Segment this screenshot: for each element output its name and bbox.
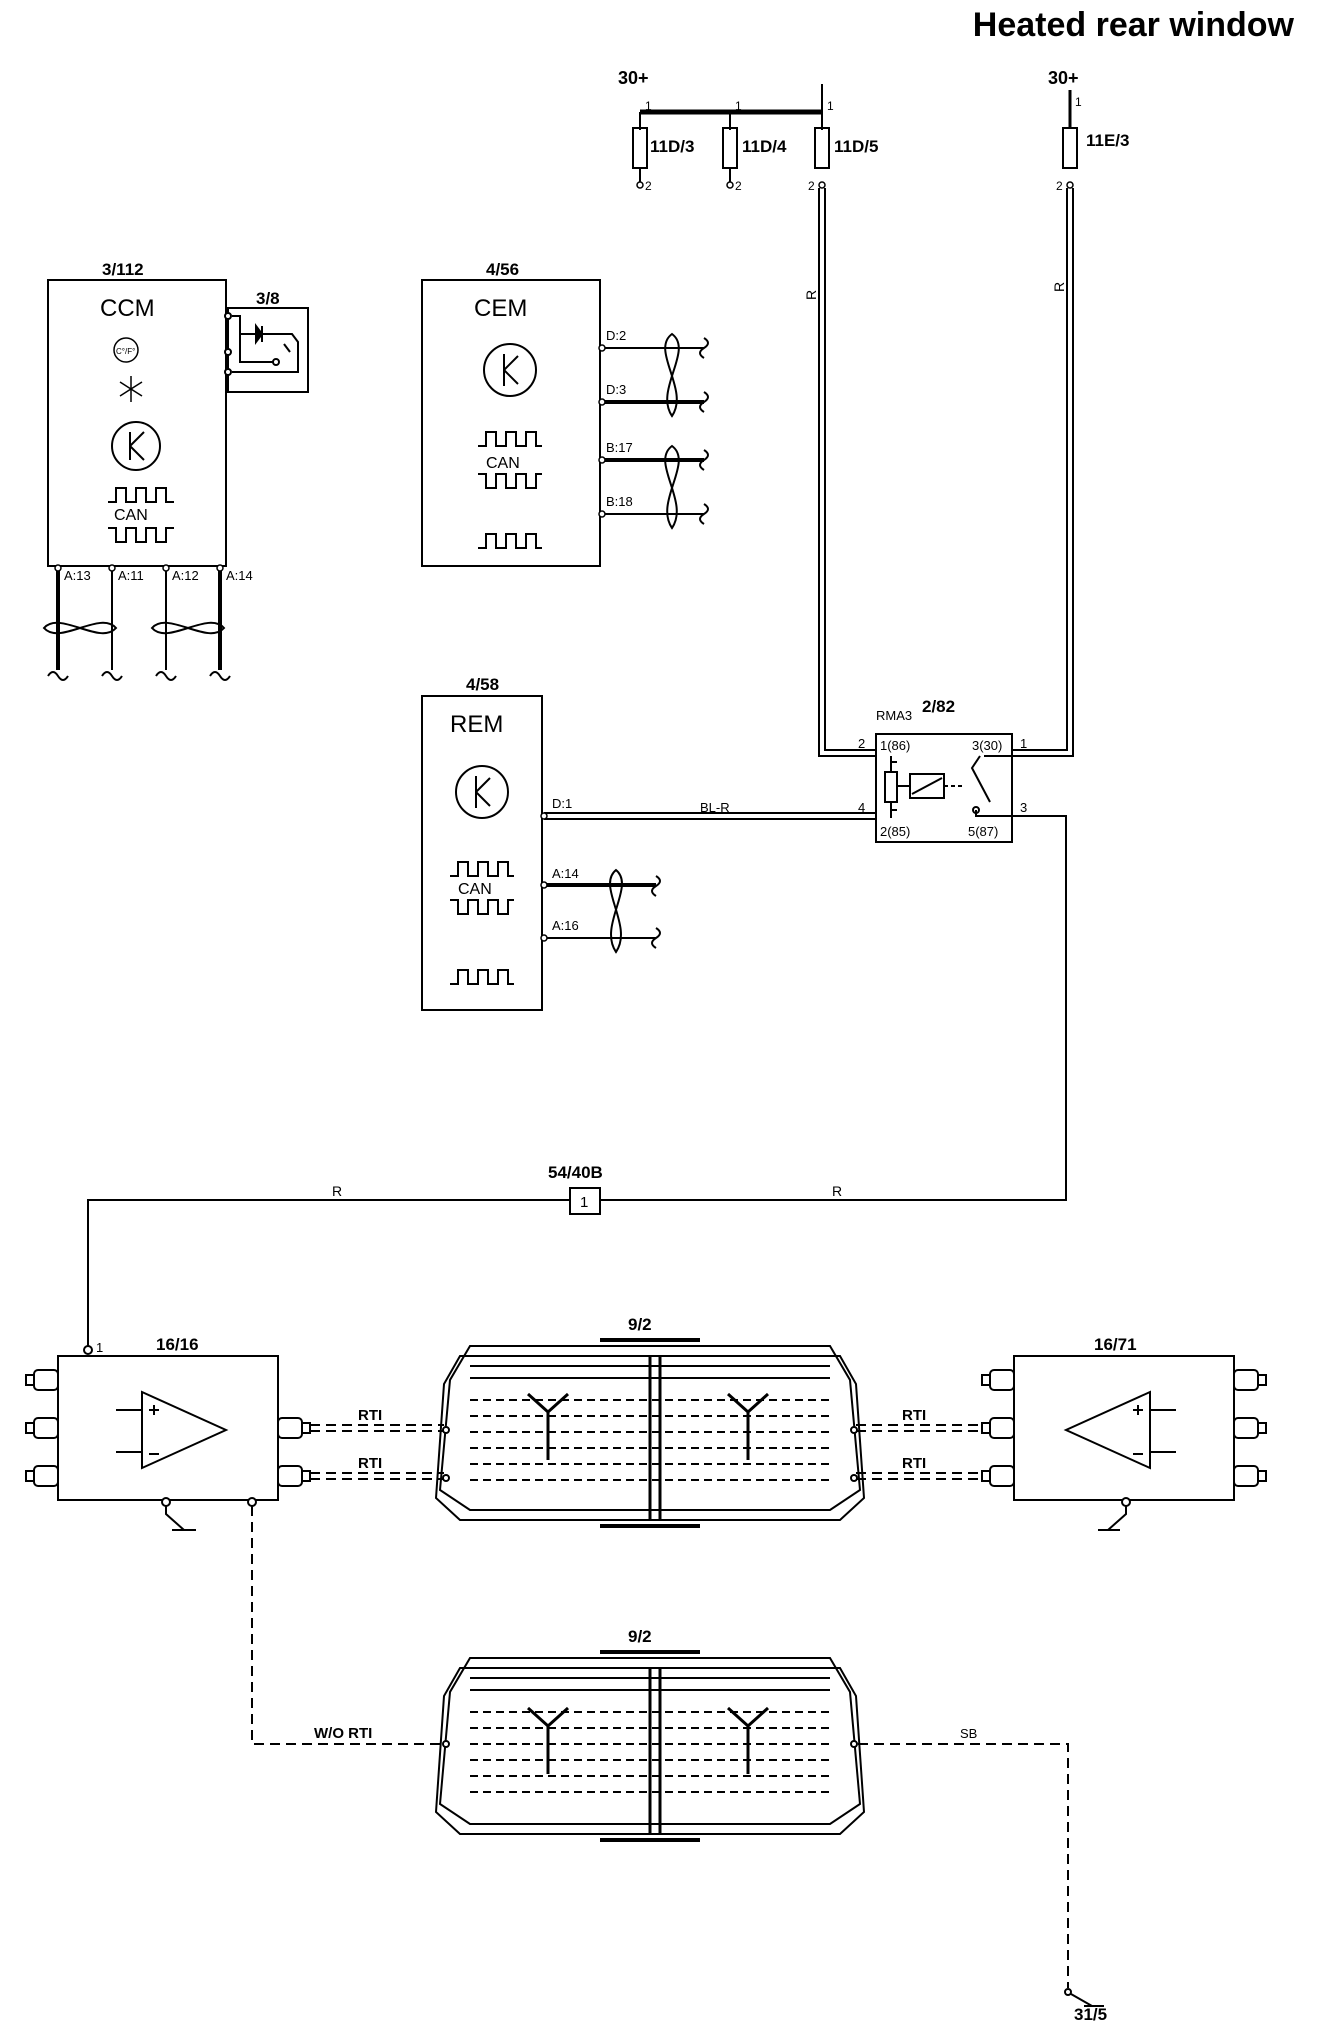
wire-label: W/O RTI — [314, 1725, 372, 1742]
ccm-ref: 3/112 — [102, 260, 144, 279]
relay-terminal: 3 — [1020, 800, 1027, 815]
rem-ref: 4/58 — [466, 675, 499, 694]
rem-pin: A:16 — [552, 918, 579, 933]
antenna-icon — [526, 1392, 570, 1460]
cem-can: CAN — [486, 455, 520, 472]
fuse-11d3 — [632, 127, 648, 169]
supply-label-left: 30+ — [618, 68, 649, 88]
lower-wires — [251, 1506, 1069, 1988]
wire-label: RTI — [902, 1455, 926, 1472]
fuse-label: 11D/5 — [834, 137, 878, 156]
ccm-name: CCM — [100, 295, 155, 322]
degree-label: C°/F° — [116, 347, 135, 356]
transistor-icon — [455, 765, 509, 819]
ccm-module: C°/F° — [47, 279, 227, 567]
wire-color: R — [832, 1183, 842, 1199]
fuse-pin: 1 — [827, 99, 834, 113]
window-bottom-ref: 9/2 — [628, 1627, 652, 1646]
amplifier-right — [981, 1355, 1267, 1531]
wire-label: RTI — [902, 1407, 926, 1424]
cem-ref: 4/56 — [486, 260, 519, 279]
relay-ref: 2/82 — [922, 697, 955, 716]
ground-ref: 31/5 — [1074, 2005, 1107, 2024]
antenna-icon — [726, 1706, 770, 1774]
relay-terminal: 1 — [1020, 736, 1027, 751]
cem-pin: B:17 — [606, 440, 633, 455]
ccm-pin: A:11 — [118, 568, 144, 583]
transistor-icon — [483, 343, 537, 397]
antenna-icon — [726, 1392, 770, 1460]
relay — [875, 733, 1013, 843]
wire-label: RTI — [358, 1407, 382, 1424]
supply-wires — [818, 188, 1074, 757]
rear-window-top — [434, 1338, 866, 1528]
wire-color: R — [332, 1183, 342, 1199]
switch-ref: 3/8 — [256, 289, 280, 308]
wire-color: BL-R — [700, 800, 730, 815]
cem-pin: D:3 — [606, 382, 626, 397]
fuse-group — [632, 84, 1078, 189]
ccm-can: CAN — [114, 507, 148, 524]
fuse-pin: 1 — [645, 99, 652, 113]
fuse-11d4 — [722, 127, 738, 169]
fuse-11d5 — [814, 127, 830, 169]
fuse-pin: 1 — [1075, 95, 1082, 109]
wire-label: SB — [960, 1726, 977, 1741]
temperature-icon — [113, 337, 139, 363]
rem-can: CAN — [458, 881, 492, 898]
ccm-pins — [42, 564, 231, 681]
rem-name: REM — [450, 711, 503, 738]
cem-module — [421, 279, 601, 567]
connector-ref: 54/40B — [548, 1163, 603, 1182]
fuse-pin: 2 — [735, 179, 742, 193]
relay-pin: 3(30) — [972, 738, 1002, 753]
relay-pin: 1(86) — [880, 738, 910, 753]
fuse-pin: 2 — [645, 179, 652, 193]
supply-label-right: 30+ — [1048, 68, 1079, 88]
fuse-11e3 — [1062, 127, 1078, 169]
relay-pin: 5(87) — [968, 824, 998, 839]
ccm-pin: A:12 — [172, 568, 199, 583]
fuse-pin: 1 — [735, 99, 742, 113]
ccm-pin: A:14 — [226, 568, 253, 583]
cem-pins — [598, 332, 709, 530]
rem-module — [421, 695, 543, 1011]
snowflake-icon — [119, 376, 143, 402]
cem-name: CEM — [474, 295, 527, 322]
antenna-icon — [526, 1706, 570, 1774]
rem-pin: D:1 — [552, 796, 572, 811]
relay-bank: RMA3 — [876, 708, 912, 723]
output-wire — [83, 815, 1067, 1355]
transistor-icon — [111, 421, 161, 471]
fuse-label: 11D/3 — [650, 137, 694, 156]
relay-pin: 2(85) — [880, 824, 910, 839]
relay-terminal: 4 — [858, 800, 865, 815]
cem-pin: B:18 — [606, 494, 633, 509]
cem-pin: D:2 — [606, 328, 626, 343]
window-top-ref: 9/2 — [628, 1315, 652, 1334]
rem-pins — [540, 812, 876, 954]
page-title: Heated rear window — [972, 6, 1294, 44]
amp-left-ref: 16/16 — [156, 1335, 199, 1354]
fuse-label: 11E/3 — [1086, 131, 1130, 150]
fuse-label: 11D/4 — [742, 137, 787, 156]
amp-right-ref: 16/71 — [1094, 1335, 1137, 1354]
relay-terminal: 2 — [858, 736, 865, 751]
amplifier-left — [25, 1355, 311, 1531]
rti-wires — [310, 1424, 982, 1480]
fuse-pin: 2 — [1056, 179, 1063, 193]
wire-label: RTI — [358, 1455, 382, 1472]
amp-left-pin: 1 — [96, 1340, 103, 1355]
ground-symbol — [1064, 1988, 1104, 2007]
rem-pin: A:14 — [552, 866, 579, 881]
ccm-pin: A:13 — [64, 568, 91, 583]
wire-color: R — [1051, 282, 1067, 292]
fuse-pin: 2 — [808, 179, 815, 193]
rear-window-bottom — [434, 1650, 866, 1842]
wire-color: R — [803, 290, 819, 300]
switch-module — [224, 307, 309, 393]
connector-pin: 1 — [580, 1194, 588, 1211]
